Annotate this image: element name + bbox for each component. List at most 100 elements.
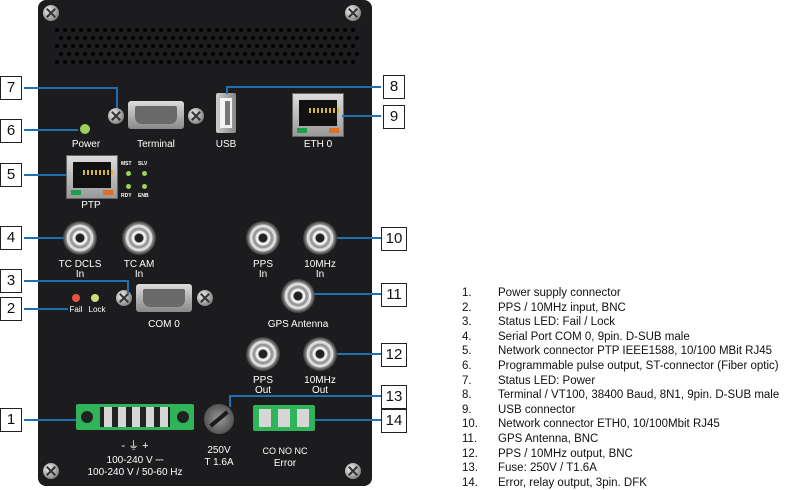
usb-connector[interactable] <box>216 93 236 133</box>
vent-hole <box>115 52 119 56</box>
error-pins-label: CO NO NC <box>262 446 308 456</box>
vent-hole <box>343 60 347 64</box>
ptp-rj45-connector[interactable] <box>66 155 118 199</box>
tc-dcls-in-bnc[interactable] <box>63 221 97 255</box>
rdy-led <box>126 184 131 189</box>
vent-hole <box>191 60 195 64</box>
pps-out-bnc[interactable] <box>246 337 280 371</box>
vent-hole <box>147 36 151 40</box>
vent-hole <box>339 52 343 56</box>
vent-hole <box>231 28 235 32</box>
legend-item-text: Serial Port COM 0, 9pin. D-SUB male <box>498 330 690 343</box>
vent-hole <box>267 36 271 40</box>
vent-hole <box>291 52 295 56</box>
rdy-label: RDY <box>121 193 132 199</box>
leader-line <box>226 86 228 94</box>
vent-hole <box>151 44 155 48</box>
power-polarity-symbols: - ⏚ + <box>121 440 149 452</box>
voltage-dc-label: 100-240 V ⎓ <box>106 455 164 466</box>
vent-hole <box>315 36 319 40</box>
vent-hole <box>331 52 335 56</box>
vent-hole <box>311 44 315 48</box>
vent-hole <box>63 60 67 64</box>
screw-icon <box>345 463 361 479</box>
tc-am-in-bnc[interactable] <box>122 221 156 255</box>
vent-hole <box>307 36 311 40</box>
vent-hole <box>111 28 115 32</box>
screw-icon <box>108 108 124 124</box>
com0-dsub-connector[interactable] <box>136 284 192 312</box>
vent-hole <box>199 44 203 48</box>
callout-7: 7 <box>0 76 22 100</box>
vent-hole <box>87 44 91 48</box>
terminal-dsub-connector[interactable] <box>128 101 184 129</box>
vent-hole <box>347 52 351 56</box>
vent-hole <box>87 28 91 32</box>
legend-item-number: 4. <box>462 330 472 343</box>
vent-hole <box>299 36 303 40</box>
vent-hole <box>107 52 111 56</box>
eth0-rj45-connector[interactable] <box>292 93 344 137</box>
mst-label: MST <box>121 161 132 167</box>
vent-hole <box>143 60 147 64</box>
10mhz-in-bnc[interactable] <box>303 221 337 255</box>
vent-hole <box>59 36 63 40</box>
vent-hole <box>259 36 263 40</box>
vent-hole <box>287 28 291 32</box>
vent-hole <box>59 52 63 56</box>
vent-hole <box>351 44 355 48</box>
callout-11: 11 <box>381 283 407 307</box>
pps-out-label: PPS <box>252 375 273 386</box>
usb-label: USB <box>215 139 237 150</box>
fuse-holder[interactable] <box>204 404 234 434</box>
legend-item-text: Error, relay output, 3pin. DFK <box>498 476 647 489</box>
vent-hole <box>215 60 219 64</box>
legend-item: 8.Terminal / VT100, 38400 Baud, 8N1, 9pi… <box>462 388 779 403</box>
leader-line <box>342 115 381 117</box>
vent-hole <box>271 44 275 48</box>
callout-2: 2 <box>0 297 22 321</box>
vent-hole <box>183 44 187 48</box>
vent-hole <box>199 28 203 32</box>
vent-hole <box>247 44 251 48</box>
vent-hole <box>331 36 335 40</box>
vent-hole <box>195 52 199 56</box>
power-supply-connector[interactable] <box>76 404 194 430</box>
vent-hole <box>175 60 179 64</box>
legend-item-text: Terminal / VT100, 38400 Baud, 8N1, 9pin.… <box>498 389 780 402</box>
vent-hole <box>351 28 355 32</box>
callout-12: 12 <box>381 343 407 367</box>
vent-hole <box>139 36 143 40</box>
vent-hole <box>71 28 75 32</box>
vent-hole <box>119 28 123 32</box>
pps-in-bnc[interactable] <box>246 221 280 255</box>
tc-dcls-label: TC DCLS <box>58 259 102 270</box>
tc-dcls-in-label: In <box>75 269 85 280</box>
leader-line <box>313 293 381 295</box>
legend-item-number: 6. <box>462 359 472 372</box>
vent-hole <box>127 28 131 32</box>
vent-hole <box>91 52 95 56</box>
vent-hole <box>311 60 315 64</box>
vent-hole <box>323 36 327 40</box>
vent-hole <box>55 28 59 32</box>
enb-label: ENB <box>138 193 149 199</box>
error-relay-connector[interactable] <box>253 405 315 431</box>
vent-hole <box>67 52 71 56</box>
legend-item-text: Programmable pulse output, ST-connector … <box>498 359 779 372</box>
ptp-label: PTP <box>81 200 101 211</box>
screw-icon <box>116 290 132 306</box>
vent-hole <box>99 52 103 56</box>
terminal-label: Terminal <box>137 139 175 150</box>
callout-6: 6 <box>0 119 22 143</box>
vent-hole <box>79 60 83 64</box>
vent-hole <box>207 28 211 32</box>
10mhz-out-bnc[interactable] <box>303 337 337 371</box>
leader-line <box>24 87 118 89</box>
vent-hole <box>179 36 183 40</box>
lock-led <box>91 294 99 302</box>
gps-antenna-bnc[interactable] <box>281 279 315 313</box>
vent-hole <box>279 28 283 32</box>
vent-hole <box>79 28 83 32</box>
vent-hole <box>195 36 199 40</box>
